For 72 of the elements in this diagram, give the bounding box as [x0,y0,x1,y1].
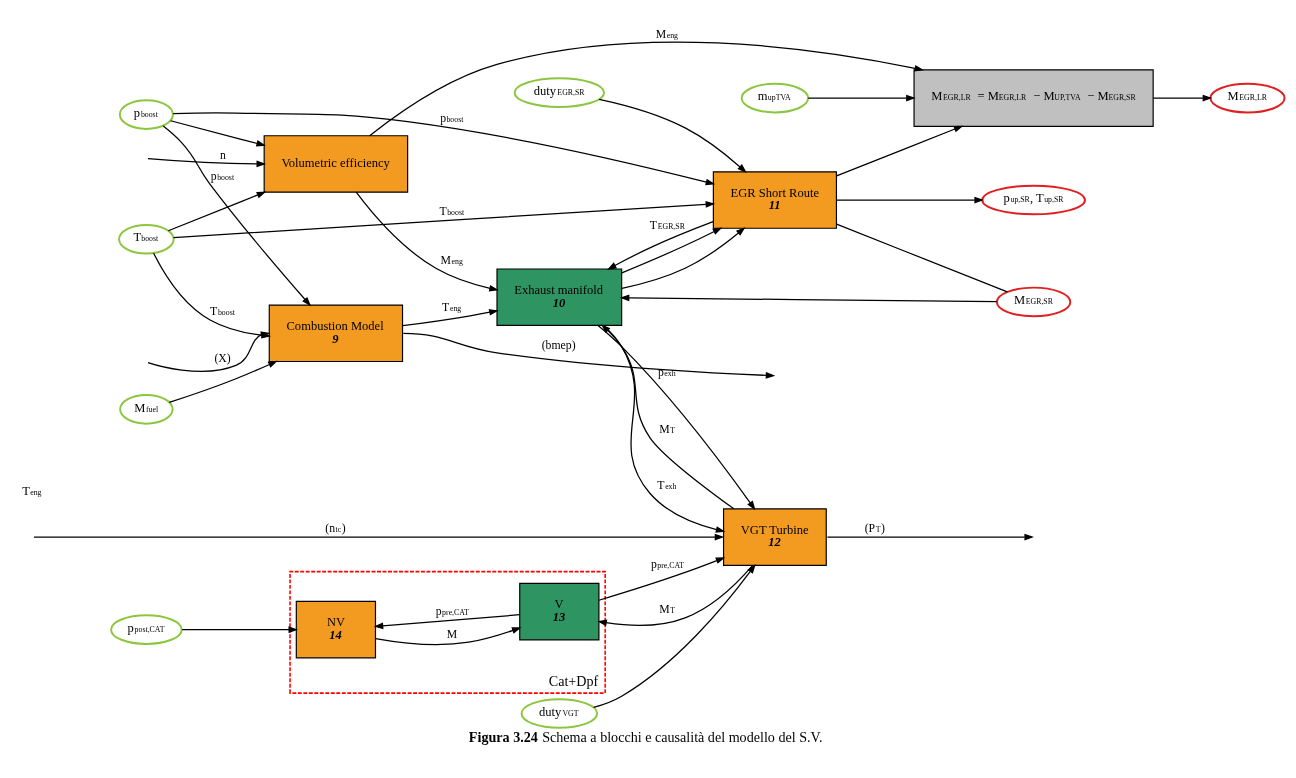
arrow [606,220,714,270]
arrow [169,119,266,147]
node-ellipse: ppost,CAT [110,613,183,645]
edge-label: (PT) [864,521,886,535]
caption: Figura 3.24 Schema a blocchi e causalità del modello del S.V. [468,728,823,745]
edge-label: M [446,627,458,641]
node-ellipse: pup,SR, Tup,SR [981,184,1086,215]
edge-label: (X) [214,351,231,365]
node-box: NV 14 [295,600,377,658]
arrow [836,196,984,203]
arrow [598,556,726,601]
arrow [33,533,725,540]
arrow [621,226,746,289]
edge-label: TEGR,SR [649,218,685,232]
node-ellipse: pboost [118,98,174,130]
edge-label: Tboost [210,304,235,318]
arrow [373,613,521,629]
arrow [836,125,964,176]
node-ellipse: MEGR,LR [1209,82,1286,113]
arrow [826,533,1034,540]
arrow [597,564,754,626]
node-box: Exhaust manifold 10 [496,267,623,326]
edge-label: Texh [657,478,677,492]
arrow [172,111,716,185]
label: Teng [22,483,42,498]
edge-label: Tboost [439,204,465,218]
arrow [619,294,998,302]
arrow [181,625,299,633]
edge-label: MT [659,422,676,436]
node-ellipse: Tboost [118,223,175,255]
node-ellipse: dutyVGT [520,697,599,729]
arrow [147,157,267,167]
edge-label: Meng [655,27,679,41]
arrow [162,124,312,306]
edge-label: Teng [442,300,462,314]
node-box: MEGR,LR = MEGR,LR − MUP,TVA − MEGR,SR [913,68,1154,127]
node-ellipse: Mfuel [119,393,174,425]
edge-label: (ntc) [325,521,346,535]
connector [836,223,1008,292]
node-box: Combustion Model 9 [268,304,404,362]
node-box: VGT Turbine 12 [722,507,827,566]
arrow [603,324,726,533]
node-ellipse: MEGR,SR [995,286,1072,317]
edge-label: ppre,CAT [435,604,469,618]
arrow [807,94,916,101]
node-box: Volumetric efficiency [263,134,409,193]
arrow [402,332,776,379]
arrow [355,191,499,291]
node-ellipse: dutyEGR,SR [513,76,606,108]
arrow [621,226,723,273]
node-ellipse: mupTVA [740,82,810,113]
edge-label: pboost [210,169,235,183]
arrow [593,563,756,708]
arrow [167,191,267,231]
arrow [598,98,747,173]
arrow [172,200,716,238]
edge-label: n [219,148,226,162]
arrow [601,323,735,509]
edge-label: pexh [658,365,676,379]
edge-label: (bmep) [541,338,576,352]
node-box: EGR Short Route 11 [712,170,838,229]
arrow [1152,94,1213,101]
edge-label: MT [659,602,676,616]
node-box: V 13 [519,582,600,640]
arrow [168,360,278,403]
edge-label: pboost [440,111,464,125]
arrow [402,308,499,326]
edge-label: Meng [440,253,463,267]
arrow [369,40,925,136]
arrow [374,626,522,645]
edge-label: ppre,CAT [651,557,685,571]
arrow [597,324,756,510]
